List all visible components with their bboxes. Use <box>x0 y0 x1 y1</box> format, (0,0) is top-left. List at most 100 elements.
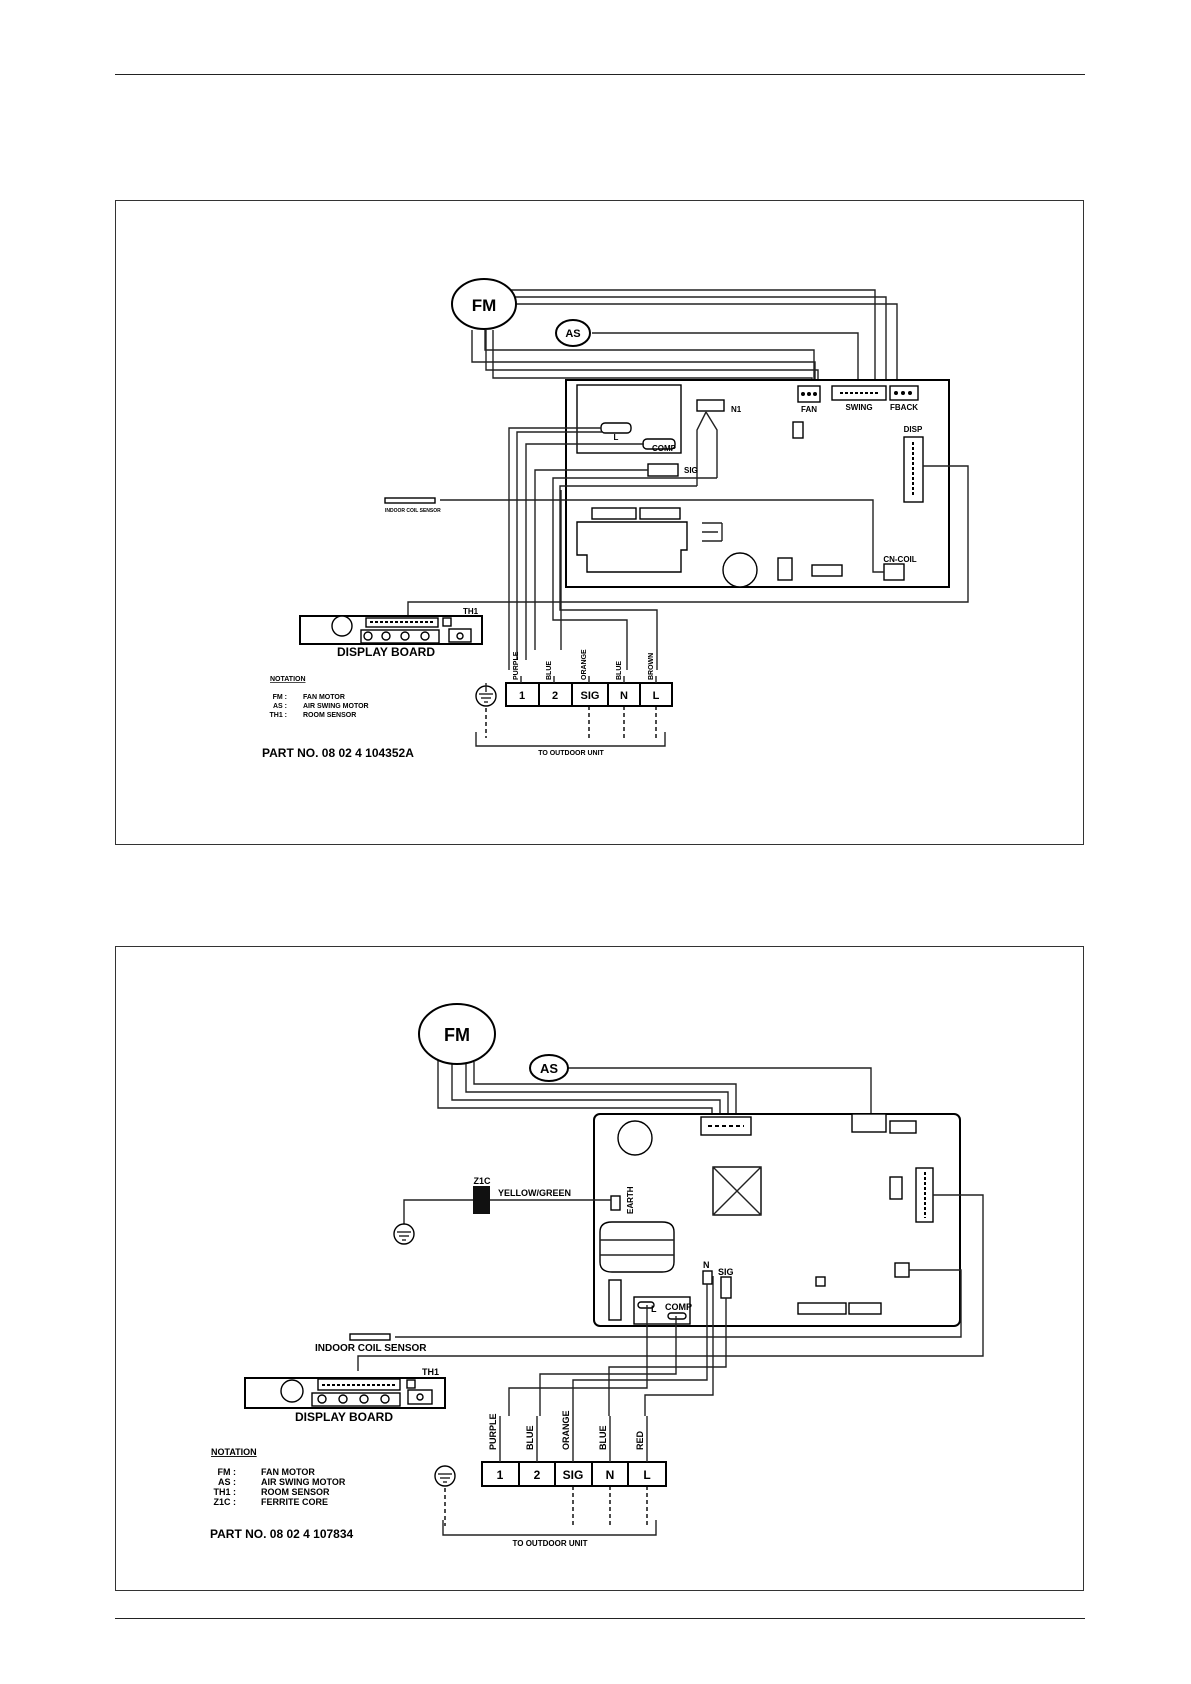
disp-label: DISP <box>904 425 923 434</box>
svg-text:AIR SWING MOTOR: AIR SWING MOTOR <box>303 703 369 710</box>
diagram-1-frame <box>115 200 1084 845</box>
cn-coil-connector <box>883 563 905 581</box>
l-tab <box>600 422 632 434</box>
svg-text:AS: AS <box>540 1061 558 1076</box>
display-board-label-2: DISPLAY BOARD <box>295 1410 393 1424</box>
terminal-2-l: L <box>643 1468 650 1482</box>
diagram-2-frame <box>115 946 1084 1591</box>
n-tab <box>702 1270 713 1285</box>
svg-text:TH1 :: TH1 : <box>270 712 288 719</box>
wire-color-2-2: BLUE <box>525 1426 535 1451</box>
svg-text:AS: AS <box>565 328 580 340</box>
ground-icon <box>475 683 497 707</box>
sig-tab <box>647 463 679 477</box>
to-outdoor-label-2: TO OUTDOOR UNIT <box>513 1539 588 1548</box>
pcb-2-relay <box>608 1279 622 1321</box>
diagram-2: FM AS Z1C YELLOW/GREEN EARTH N SIG L COM… <box>210 1003 984 1548</box>
pcb-1-transformer <box>576 521 688 573</box>
n1-wire <box>696 411 718 486</box>
pcb-2-connector-b <box>889 1120 917 1134</box>
part-number-2: PART NO. 08 02 4 107834 <box>210 1527 354 1541</box>
pcb-2-connector-d <box>797 1302 847 1315</box>
wire-color-2-3: ORANGE <box>561 1410 571 1450</box>
terminal-block-2 <box>481 1416 667 1487</box>
yellow-green-label: YELLOW/GREEN <box>498 1188 571 1198</box>
indoor-coil-sensor-label-2: INDOOR COIL SENSOR <box>315 1343 427 1354</box>
terminal-2: 2 <box>552 690 558 702</box>
display-board-2 <box>244 1377 446 1409</box>
svg-text:AS :: AS : <box>273 703 287 710</box>
display-board-1 <box>299 615 483 645</box>
terminal-wires-1 <box>508 427 717 670</box>
pcb-2-led <box>815 1276 826 1287</box>
terminal-2-2: 2 <box>534 1468 541 1482</box>
pcb-1-chip-c <box>811 564 843 577</box>
coil-sensor-wire <box>440 499 884 573</box>
comp-label-2: COMP <box>665 1302 692 1312</box>
terminal-2-sig: SIG <box>563 1468 584 1482</box>
indoor-coil-sensor-label: INDOOR COIL SENSOR <box>385 508 441 514</box>
svg-text:FM: FM <box>472 296 497 315</box>
l-label: L <box>614 433 619 442</box>
n-label: N <box>703 1260 710 1270</box>
comp-label: COMP <box>652 444 677 453</box>
disp-wire-2 <box>357 1194 984 1371</box>
svg-text:NOTATION: NOTATION <box>211 1447 257 1457</box>
svg-text:FAN MOTOR: FAN MOTOR <box>303 694 345 701</box>
wire-color-1: PURPLE <box>513 651 520 680</box>
svg-text:NOTATION: NOTATION <box>270 676 306 683</box>
l-label-2: L <box>651 1304 657 1314</box>
pcb-1 <box>565 379 950 588</box>
cn-coil-connector-2 <box>894 1262 910 1278</box>
coil-sensor-wire-2 <box>395 1269 962 1338</box>
notation-2: NOTATION FM : FAN MOTOR AS : AIR SWING M… <box>211 1447 346 1507</box>
wire-color-2-1: PURPLE <box>488 1413 498 1450</box>
pcb-2 <box>593 1113 961 1327</box>
terminal-n: N <box>620 690 628 702</box>
display-board-label: DISPLAY BOARD <box>337 645 435 659</box>
cn-coil-label: CN-COIL <box>883 555 916 564</box>
air-swing-motor-1: AS <box>555 319 591 347</box>
part-number-1: PART NO. 08 02 4 104352A <box>262 746 414 760</box>
th1-label: TH1 <box>463 607 479 616</box>
fan-motor-wires <box>471 289 898 388</box>
pcb-2-connector-c <box>889 1176 903 1200</box>
outdoor-leads-2 <box>442 1486 657 1536</box>
disp-wire <box>407 465 969 618</box>
n1-label: N1 <box>731 405 742 414</box>
ground-icon-2b <box>434 1465 456 1487</box>
n1-connector <box>696 399 725 412</box>
svg-text:FM :: FM : <box>273 694 287 701</box>
wire-color-5: BROWN <box>648 653 655 680</box>
wire-color-4: BLUE <box>616 661 623 680</box>
air-swing-wire <box>592 332 859 388</box>
diagram-1: FM AS FAN SWING FBACK N1 DISP L COMP SIG… <box>262 278 969 760</box>
swing-connector <box>831 385 887 401</box>
air-swing-motor-2: AS <box>529 1054 569 1082</box>
th1-label-2: TH1 <box>422 1367 439 1377</box>
earth-wire <box>403 1186 611 1228</box>
svg-text:FM :: FM : <box>218 1467 237 1477</box>
wire-color-2: BLUE <box>546 661 553 680</box>
indoor-coil-sensor-1 <box>384 497 436 504</box>
earth-label: EARTH <box>626 1186 635 1214</box>
terminal-2-n: N <box>606 1468 615 1482</box>
pcb-1-heatsink <box>702 522 723 542</box>
terminal-wires-2 <box>508 1276 727 1416</box>
earth-tab <box>610 1195 621 1211</box>
fan-motor-2: FM <box>418 1003 496 1065</box>
pcb-1-fuse <box>792 421 804 439</box>
terminal-2-1: 1 <box>497 1468 504 1482</box>
swing-label: SWING <box>845 403 872 412</box>
pcb-2-connector-e <box>848 1302 882 1315</box>
header-rule <box>115 74 1085 75</box>
pcb-2-heatsink <box>599 1221 675 1273</box>
svg-text:FERRITE CORE: FERRITE CORE <box>261 1497 328 1507</box>
fback-label: FBACK <box>890 403 918 412</box>
notation-1: NOTATION FM : FAN MOTOR AS : AIR SWING M… <box>270 676 369 719</box>
pcb-1-chip-a <box>591 507 637 520</box>
sig-label-2: SIG <box>718 1267 734 1277</box>
pcb-1-capacitor <box>722 552 758 588</box>
pcb-1-relay-small <box>777 557 793 581</box>
